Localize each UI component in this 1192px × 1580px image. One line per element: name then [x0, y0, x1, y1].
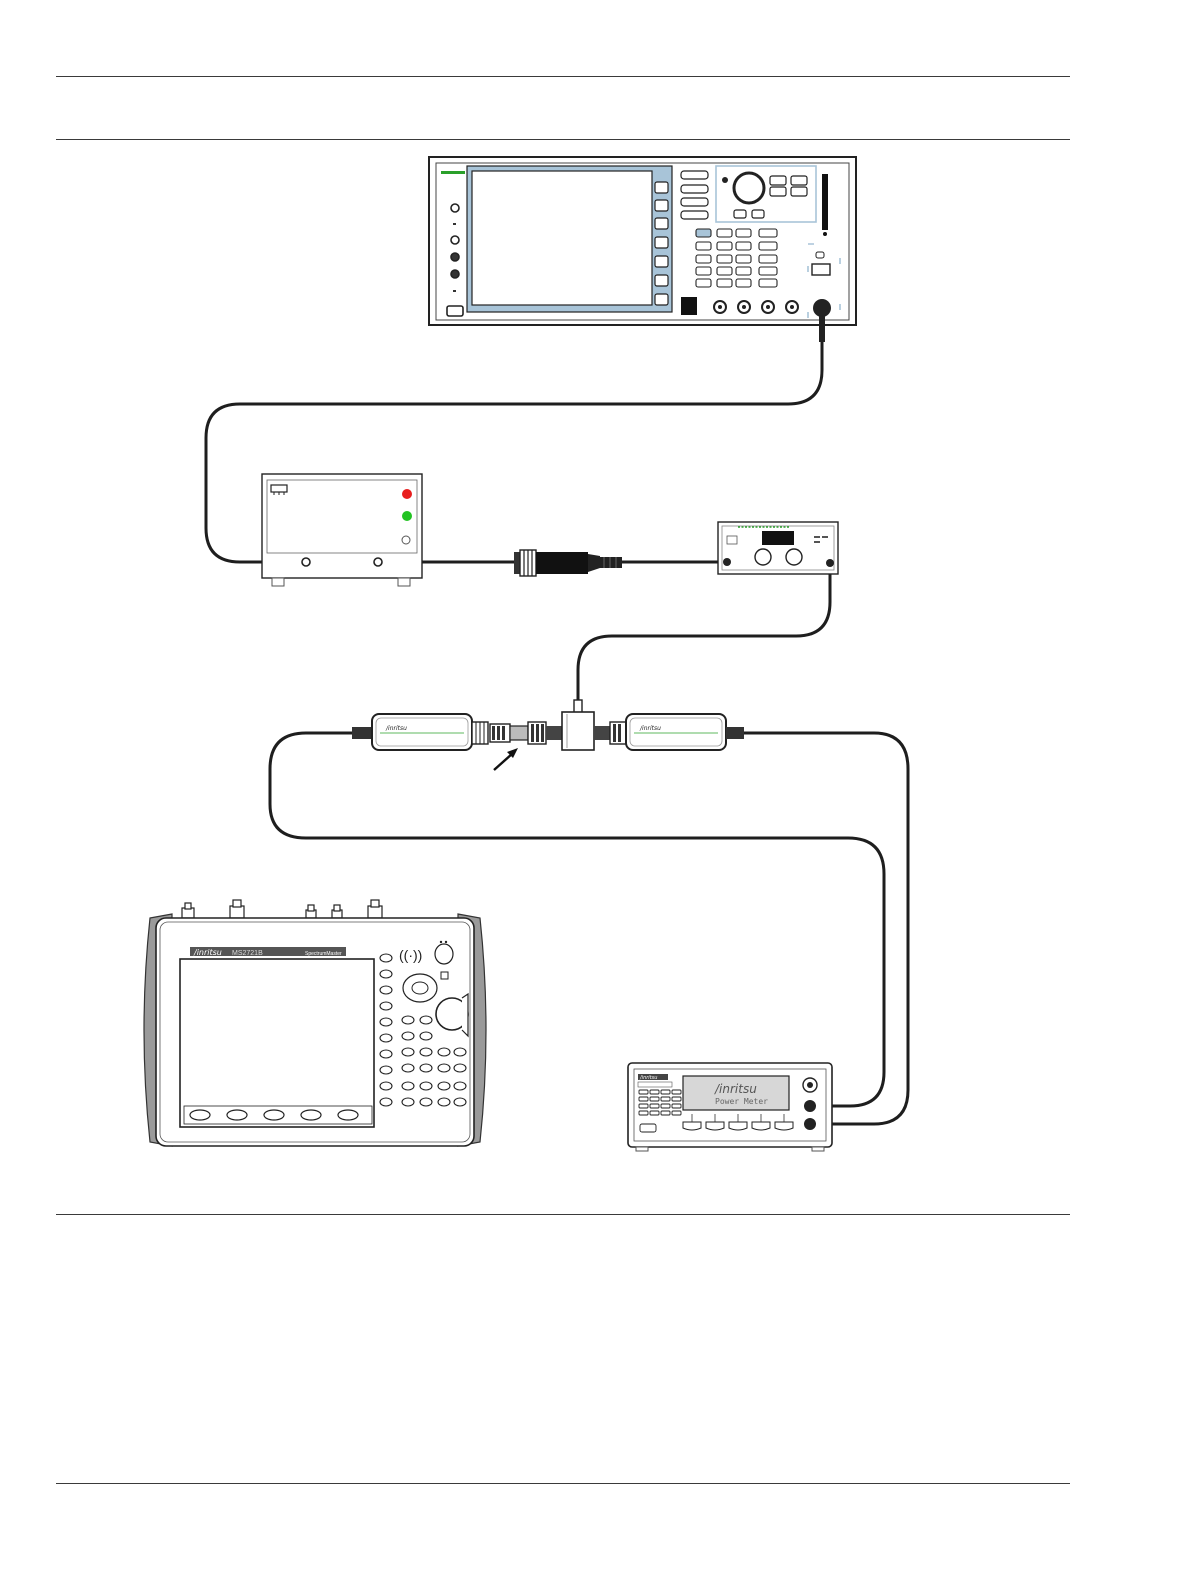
handheld-model: MS2721B: [232, 950, 263, 957]
handheld-product: SpectrumMaster: [305, 951, 342, 957]
synthesizer-box: [262, 474, 422, 586]
sensor-b-connector: [610, 722, 626, 744]
amplifier-knob-left: [755, 549, 771, 565]
power-meter-brand: /inritsu: [714, 1082, 757, 1096]
generator-rotary-knob: [734, 173, 764, 203]
synthesizer-green-led: [402, 511, 412, 521]
amplifier-display: [762, 531, 794, 545]
pointer-arrow: [494, 753, 513, 770]
amplifier-output-port: [826, 559, 834, 567]
generator-power-switch: [681, 297, 697, 315]
power-meter-input-b: [804, 1118, 816, 1130]
generator-softkeys: [655, 182, 668, 305]
sensor-b-brand: /inritsu: [639, 725, 661, 732]
synthesizer-red-led: [402, 489, 412, 499]
amplifier-box: [718, 522, 838, 574]
power-meter: /inritsu /inritsu Power Meter: [628, 1063, 832, 1151]
handheld-screen: [180, 959, 374, 1127]
cable-amplifier-to-splitter: [578, 566, 830, 700]
handheld-top-connectors: [182, 900, 382, 918]
sensor-a-brand: /inritsu: [385, 725, 407, 732]
power-sensor-b: /inritsu: [626, 714, 744, 750]
synthesizer-port-right: [374, 558, 382, 566]
power-meter-input-a: [804, 1100, 816, 1112]
handheld-antenna-icon: ((·)): [399, 947, 422, 963]
amplifier-knob-right: [786, 549, 802, 565]
generator-rf-output: [813, 299, 831, 317]
power-meter-label: Power Meter: [715, 1097, 768, 1106]
signal-generator: [429, 157, 856, 342]
handheld-spectrum-analyzer: /inritsu MS2721B SpectrumMaster: [144, 900, 486, 1146]
generator-screen: [472, 171, 652, 305]
power-splitter: [562, 700, 610, 750]
adapter: [514, 550, 622, 576]
amplifier-input-port: [723, 558, 731, 566]
power-meter-softkeys: [683, 1122, 793, 1130]
power-meter-badge-brand: /inritsu: [639, 1075, 657, 1081]
synthesizer-port-left: [302, 558, 310, 566]
sensor-a-connector: [472, 722, 562, 744]
power-sensor-a: /inritsu: [352, 714, 472, 750]
handheld-brand: /inritsu: [193, 948, 222, 957]
